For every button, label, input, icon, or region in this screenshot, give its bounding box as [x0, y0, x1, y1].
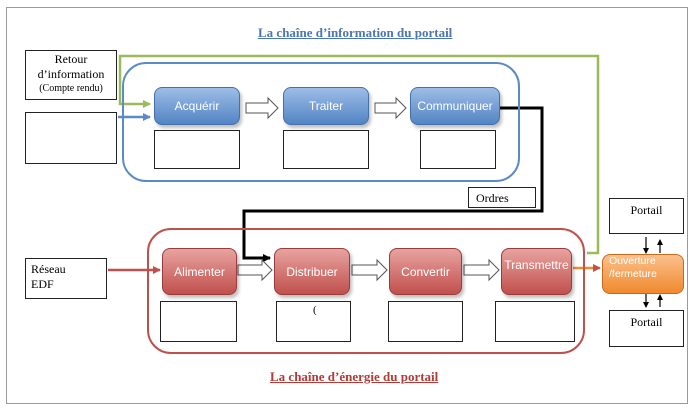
energy-answer-box-1 — [160, 301, 237, 342]
info-chain-group — [122, 62, 520, 182]
info-chain-title: La chaîne d’information du portail — [258, 25, 453, 40]
power-source-box: Réseau EDF — [25, 258, 107, 299]
portail-bottom-label: Portail — [630, 315, 663, 329]
stray-mark: ( — [313, 304, 317, 316]
feedback-line2: d’information — [37, 67, 105, 81]
feedback-line1: Retour — [54, 52, 88, 66]
block-arrow-1 — [245, 96, 279, 120]
info-answer-box-2 — [283, 130, 369, 169]
action-ouverture-fermeture: Ouverture /fermeture — [602, 254, 684, 294]
energy-answer-box-4 — [495, 301, 575, 342]
figure-frame — [6, 7, 688, 404]
energy-answer-box-2: ( — [276, 301, 351, 342]
block-arrow-3 — [237, 258, 273, 282]
feedback-box: Retour d’information (Compte rendu) — [25, 50, 117, 100]
power-line2: EDF — [31, 277, 54, 291]
feedback-line3: (Compte rendu) — [39, 83, 103, 94]
action-line1: Ouverture — [609, 255, 656, 267]
block-arrow-4 — [351, 258, 388, 282]
energy-chain-group — [147, 228, 585, 354]
function-traiter: Traiter — [283, 87, 369, 125]
function-convertir: Convertir — [389, 248, 462, 295]
energy-chain-title: La chaîne d’énergie du portail — [270, 369, 439, 384]
orders-label-box: Ordres — [468, 187, 536, 208]
orders-label: Ordres — [476, 191, 509, 205]
function-transmettre: Transmettre — [501, 248, 572, 295]
orders-wire — [242, 106, 544, 262]
sensor-input-box — [25, 112, 117, 164]
portail-bottom-box: Portail — [609, 310, 684, 347]
function-communiquer: Communiquer — [410, 87, 500, 125]
portail-top-box: Portail — [609, 198, 684, 234]
block-arrow-5 — [463, 258, 500, 282]
portail-top-label: Portail — [630, 203, 663, 217]
info-answer-box-1 — [154, 130, 240, 169]
info-answer-box-3 — [420, 130, 496, 169]
energy-answer-box-3 — [388, 301, 463, 342]
function-alimenter: Alimenter — [162, 248, 237, 295]
feedback-wire — [118, 54, 600, 255]
block-arrow-2 — [374, 96, 407, 120]
function-distribuer: Distribuer — [274, 248, 350, 295]
power-line1: Réseau — [31, 262, 66, 276]
function-acquerir: Acquérir — [154, 87, 240, 125]
action-line2: /fermeture — [609, 268, 657, 280]
